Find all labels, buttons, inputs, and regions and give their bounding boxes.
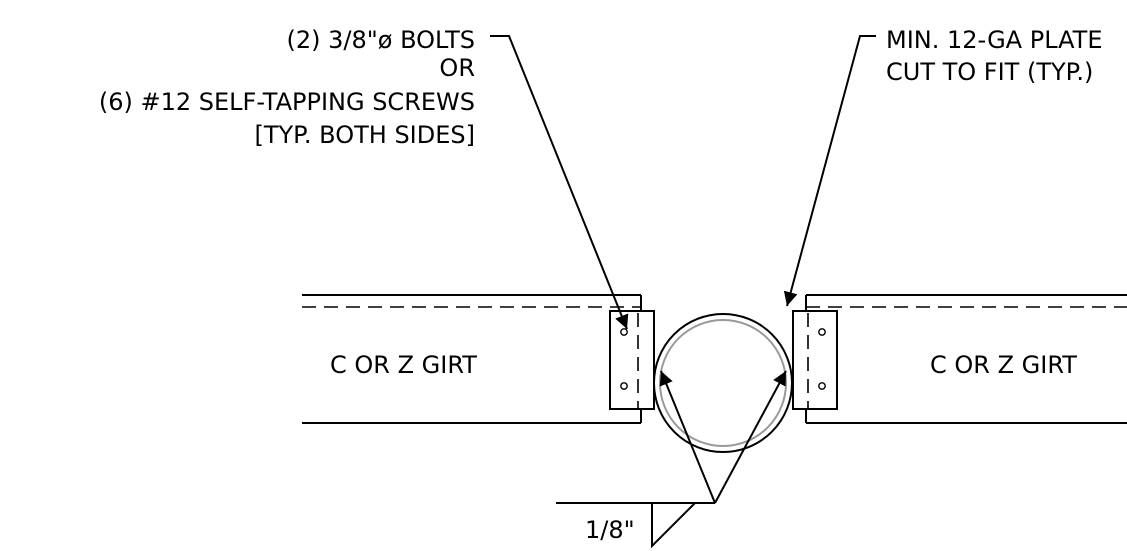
- round-column: [653, 313, 793, 453]
- weld-arrow-left: [659, 370, 716, 504]
- girt-right: C OR Z GIRT: [805, 294, 1127, 424]
- fastener-callout-line3: (6) #12 SELF-TAPPING SCREWS: [99, 88, 475, 116]
- fastener-callout-line2: OR: [439, 54, 475, 82]
- girt-right-label: C OR Z GIRT: [930, 351, 1077, 379]
- weld-size-label: 1/8": [585, 516, 635, 544]
- fastener-leader-arrow: [490, 35, 629, 330]
- bolt-hole: [818, 328, 826, 336]
- bolt-hole: [620, 382, 628, 390]
- girt-left: C OR Z GIRT: [302, 294, 642, 424]
- fastener-callout-line1: (2) 3/8"ø BOLTS: [287, 26, 476, 54]
- fastener-callout: (2) 3/8"ø BOLTS OR (6) #12 SELF-TAPPING …: [99, 26, 629, 330]
- plate-right: [792, 310, 838, 410]
- fillet-weld-icon: [651, 502, 696, 549]
- girt-left-label: C OR Z GIRT: [330, 351, 477, 379]
- bolt-hole: [818, 382, 826, 390]
- plate-leader-arrow: [783, 35, 876, 307]
- bolt-hole: [620, 328, 628, 336]
- plate-left: [609, 310, 655, 410]
- weld-arrow-right: [714, 370, 787, 504]
- plate-callout-line2: CUT TO FIT (TYP.): [886, 58, 1093, 86]
- plate-callout-line1: MIN. 12-GA PLATE: [886, 26, 1103, 54]
- weld-symbol: 1/8": [556, 370, 787, 549]
- fastener-callout-line4: [TYP. BOTH SIDES]: [255, 121, 476, 149]
- plate-callout: MIN. 12-GA PLATE CUT TO FIT (TYP.): [783, 26, 1103, 307]
